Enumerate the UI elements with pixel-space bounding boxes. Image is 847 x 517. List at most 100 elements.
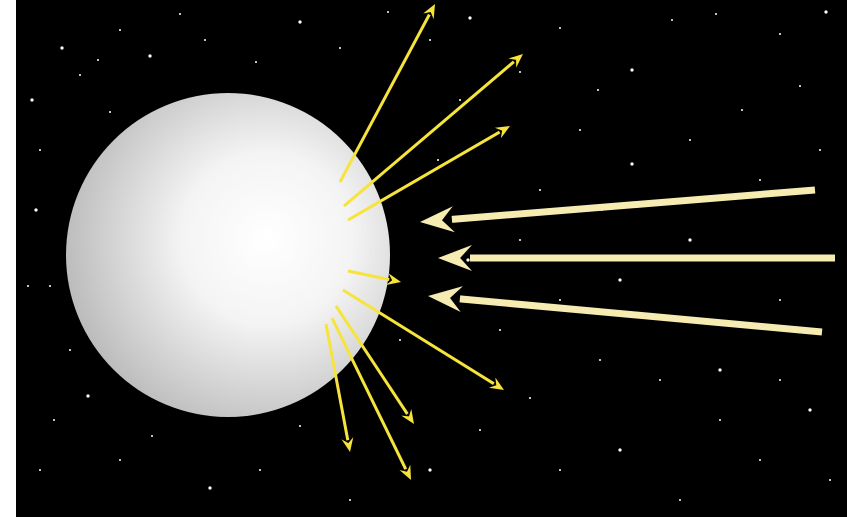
arrow-icon-head [508, 54, 523, 68]
star-icon [630, 162, 634, 166]
star-icon [79, 74, 81, 76]
arrow-icon-shaft [324, 323, 350, 441]
star-icon [829, 479, 831, 481]
arrow-icon-shaft [330, 317, 408, 470]
star-icon [148, 54, 152, 58]
star-icon [109, 111, 111, 113]
star-icon [428, 468, 432, 472]
star-icon [437, 159, 439, 161]
arrow-left-icon [438, 245, 835, 271]
arrow-left-icon-shaft [459, 295, 823, 336]
arrow-icon [330, 317, 411, 480]
arrow-left-icon-head [438, 245, 472, 271]
arrow-icon-head [494, 126, 510, 139]
reflected-light-rays [324, 4, 523, 480]
star-icon [741, 109, 743, 111]
star-icon [559, 27, 561, 29]
star-icon [599, 359, 601, 361]
arrow-left-icon [420, 186, 816, 233]
star-icon [299, 425, 301, 427]
arrow-icon-head [488, 377, 504, 390]
arrow-icon-head [341, 437, 354, 452]
arrow-icon-shaft [334, 305, 409, 415]
light-reflection-diagram [16, 0, 847, 517]
arrow-icon-shaft [347, 269, 390, 282]
arrow-icon-head [401, 409, 414, 424]
arrow-icon-head [399, 464, 411, 480]
star-icon [719, 419, 721, 421]
arrow-icon [347, 269, 401, 285]
star-icon [339, 47, 341, 49]
arrow-icon-head [423, 4, 435, 20]
star-icon [151, 435, 153, 437]
arrow-left-icon-head [428, 286, 463, 312]
star-icon [468, 16, 472, 20]
star-icon [597, 89, 599, 91]
star-icon [759, 459, 761, 461]
star-icon [387, 11, 389, 13]
star-icon [618, 448, 622, 452]
star-icon [479, 429, 481, 431]
star-icon [671, 19, 673, 21]
star-icon [715, 13, 717, 15]
star-icon [559, 469, 561, 471]
star-icon [69, 349, 71, 351]
incoming-light-rays [420, 186, 835, 336]
star-icon [779, 33, 781, 35]
star-icon [689, 139, 691, 141]
arrow-icon [347, 126, 510, 222]
star-icon [39, 469, 41, 471]
star-icon [819, 149, 821, 151]
arrow-icon-shaft [342, 288, 495, 385]
star-icon [49, 285, 51, 287]
star-icon [759, 179, 761, 181]
star-icon [579, 129, 581, 131]
arrow-left-icon-head [420, 206, 455, 233]
star-icon [259, 469, 261, 471]
star-icon [799, 85, 801, 87]
star-icon [399, 339, 401, 341]
arrow-icon [338, 4, 435, 183]
star-icon [30, 98, 34, 102]
star-icon [679, 499, 681, 501]
star-icon [53, 419, 55, 421]
star-icon [559, 299, 561, 301]
star-icon [618, 278, 622, 282]
arrow-icon [334, 305, 414, 424]
star-icon [529, 397, 531, 399]
arrow-left-icon-shaft [451, 186, 816, 223]
star-icon [718, 368, 722, 372]
arrow-icon-shaft [347, 130, 501, 222]
star-icon [119, 459, 121, 461]
arrow-icon [342, 288, 504, 390]
star-icon [429, 39, 431, 41]
star-icon [779, 299, 781, 301]
star-icon [808, 408, 812, 412]
arrow-icon [324, 323, 354, 452]
arrow-icon-shaft [338, 13, 431, 183]
star-icon [204, 39, 206, 41]
star-icon [97, 59, 99, 61]
star-icon [824, 10, 828, 14]
star-icon [466, 258, 470, 262]
star-icon [34, 208, 38, 212]
star-icon [119, 29, 121, 31]
star-icon [659, 379, 661, 381]
star-icon [27, 285, 29, 287]
star-icon [519, 71, 521, 73]
star-icon [179, 13, 181, 15]
star-icon [688, 238, 692, 242]
star-field [27, 10, 831, 501]
star-icon [779, 379, 781, 381]
star-icon [519, 239, 521, 241]
star-icon [349, 499, 351, 501]
arrow-left-icon [428, 286, 823, 336]
star-icon [630, 68, 634, 72]
star-icon [499, 329, 501, 331]
diagram-canvas [16, 0, 847, 517]
star-icon [255, 61, 257, 63]
star-icon [86, 394, 90, 398]
arrow-icon [343, 54, 523, 208]
planet-sphere [66, 93, 390, 417]
arrow-icon-shaft [343, 60, 515, 208]
